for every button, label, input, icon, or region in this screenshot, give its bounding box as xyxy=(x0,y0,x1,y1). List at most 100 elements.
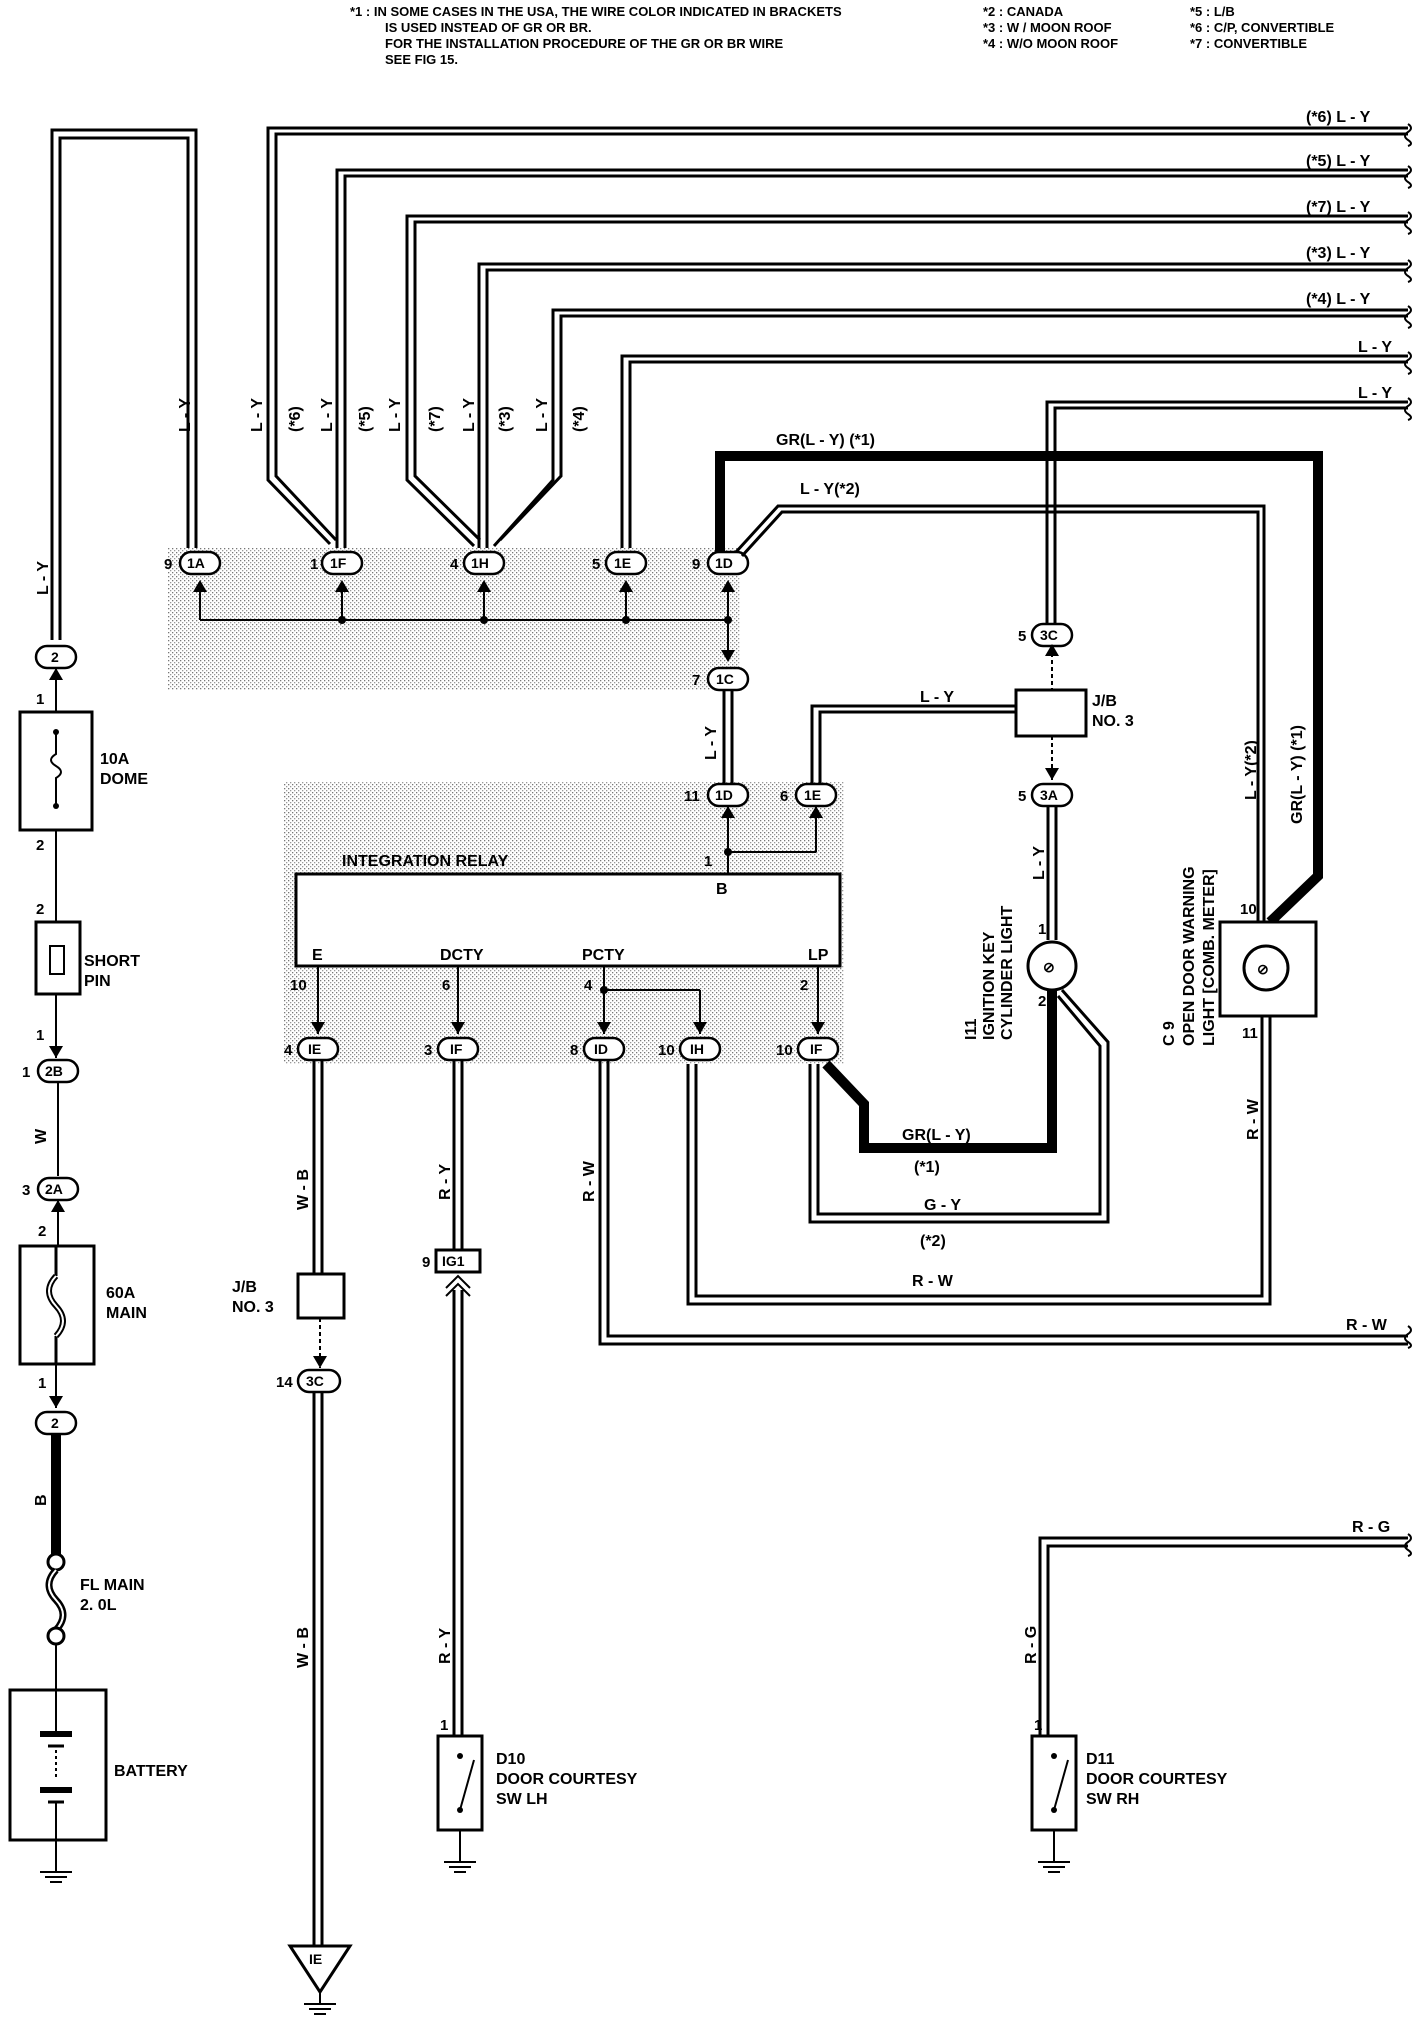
pin-c11: 11 xyxy=(1242,1025,1258,1042)
conn-ig1-shape xyxy=(434,1248,482,1274)
wire-label-r2: (*5) L - Y xyxy=(1306,153,1371,170)
pin-3-if: 3 xyxy=(424,1042,432,1059)
main-label-b: MAIN xyxy=(106,1305,147,1322)
wire-label-r6: L - Y xyxy=(1358,339,1392,356)
conn-ig1: IG1 xyxy=(442,1253,465,1269)
conn-1e: 1E xyxy=(614,555,631,571)
relay-pin-dcty: DCTY xyxy=(440,947,484,964)
wire-label-r5: (*4) L - Y xyxy=(1306,291,1371,308)
pin-9-ig1: 9 xyxy=(422,1254,430,1271)
label-gy: G - Y xyxy=(924,1197,961,1214)
conn-if: IF xyxy=(450,1041,463,1057)
conn-2b: 2B xyxy=(45,1063,63,1079)
label-rg-vert: R - G xyxy=(1023,1626,1040,1664)
pin-1-b: 1 xyxy=(704,853,712,870)
note-6: *6 : C/P, CONVERTIBLE xyxy=(1190,20,1335,35)
wire-label-r1: (*6) L - Y xyxy=(1306,109,1371,126)
label-wb-1: W - B xyxy=(295,1169,312,1210)
pin-1-d11: 1 xyxy=(1034,1717,1042,1734)
conn-1f: 1F xyxy=(330,555,347,571)
pin-5-3a: 5 xyxy=(1018,788,1026,805)
pin-m3: 3 xyxy=(22,1182,30,1199)
short-label-b: PIN xyxy=(84,973,111,990)
label-gr-ly-lp: GR(L - Y) xyxy=(902,1127,971,1144)
conn-3c-14: 3C xyxy=(306,1373,324,1389)
pin-4-1h: 4 xyxy=(450,556,459,573)
label-ly-1a: L - Y xyxy=(177,398,194,432)
pin-k2: 2 xyxy=(1038,993,1046,1010)
ground-battery xyxy=(40,1840,72,1883)
pin-2-lp: 2 xyxy=(800,977,808,994)
footnotes: *1 : IN SOME CASES IN THE USA, THE WIRE … xyxy=(350,4,1335,67)
battery xyxy=(8,1688,108,1842)
c9-light xyxy=(1242,944,1290,992)
label-ly-2-vert: L - Y(*2) xyxy=(1243,740,1260,800)
main-label-a: 60A xyxy=(106,1285,136,1302)
jb3b-label-a: J/B xyxy=(232,1279,257,1296)
d10-switch xyxy=(436,1734,484,1832)
jb3-box-upper xyxy=(1014,688,1088,738)
label-star1: (*1) xyxy=(914,1159,940,1176)
relay-output-connectors: IE 4 IF 3 ID 8 IH 10 IF 10 xyxy=(284,1036,840,1062)
pin-s2: 2 xyxy=(36,901,44,918)
d11-label-a: D11 xyxy=(1086,1751,1115,1768)
pin-f2: 2 xyxy=(36,837,44,854)
pin-7-1c: 7 xyxy=(692,672,700,689)
flmain-label-a: FL MAIN xyxy=(80,1577,145,1594)
conn-id: ID xyxy=(594,1041,608,1057)
pin-8-id: 8 xyxy=(570,1042,578,1059)
relay-pin-pcty: PCTY xyxy=(582,947,625,964)
pin-c10: 10 xyxy=(1240,901,1257,918)
upper-harness xyxy=(50,126,1408,640)
label-ly-1h-b: L - Y xyxy=(461,398,478,432)
conn-1c: 1C xyxy=(716,671,734,687)
ground-ie-triangle xyxy=(287,1944,353,1995)
integration-relay xyxy=(294,872,842,968)
wire-label-rg-right: R - G xyxy=(1352,1519,1390,1536)
i11-symbol: ⊘ xyxy=(1043,959,1055,975)
label-rw-id: R - W xyxy=(581,1160,598,1202)
label-ly-2: L - Y(*2) xyxy=(800,481,860,498)
wire-gr-ly-1 xyxy=(715,451,1323,926)
ground-ie-label: IE xyxy=(309,1951,322,1967)
relay-pin-b: B xyxy=(716,881,728,898)
wire-label-r4: (*3) L - Y xyxy=(1306,245,1371,262)
label-ly-1h-a: L - Y xyxy=(387,398,404,432)
dome-label-b: DOME xyxy=(100,771,148,788)
label-ly-1c: L - Y xyxy=(703,726,720,760)
pin-5-3c: 5 xyxy=(1018,628,1026,645)
short-pin xyxy=(34,920,82,996)
wire-label-r3: (*7) L - Y xyxy=(1306,199,1371,216)
conn-ih: IH xyxy=(690,1041,704,1057)
vertical-wire-labels: L - Y L - Y (*6) L - Y (*5) L - Y (*7) L… xyxy=(35,398,588,595)
top-bus xyxy=(193,580,735,662)
label-ly-1f-b: L - Y xyxy=(319,398,336,432)
conn-1e-lower: 1E xyxy=(804,787,821,803)
i11-label-b: IGNITION KEY xyxy=(981,931,998,1040)
pin-k1: 1 xyxy=(1038,921,1046,938)
note-5: *5 : L/B xyxy=(1190,4,1235,19)
c9-label-b: OPEN DOOR WARNING xyxy=(1181,866,1198,1046)
right-wire-ends xyxy=(1404,123,1412,1557)
label-ry-2: R - Y xyxy=(437,1628,454,1664)
pin-1-d10: 1 xyxy=(440,1717,448,1734)
pin-f1: 1 xyxy=(36,691,44,708)
conn-1h: 1H xyxy=(471,555,489,571)
c9-label-c: LIGHT [COMB. METER] xyxy=(1201,869,1218,1046)
relay-legs xyxy=(311,966,825,1034)
label-s4: (*4) xyxy=(571,406,588,432)
wire-label-r7: L - Y xyxy=(1358,385,1392,402)
label-ly-jb: L - Y xyxy=(920,689,954,706)
wire-label-rw-right: R - W xyxy=(1346,1317,1388,1334)
relay-b-feed xyxy=(721,806,823,874)
conn-1d: 1D xyxy=(715,555,733,571)
pin-9-1a: 9 xyxy=(164,556,172,573)
d10-label-b: DOOR COURTESY xyxy=(496,1771,638,1788)
conn-3c: 3C xyxy=(1040,627,1058,643)
d10-label-c: SW LH xyxy=(496,1791,548,1808)
pin-m1: 1 xyxy=(38,1375,46,1392)
label-ly-3a: L - Y xyxy=(1031,846,1048,880)
note-1-line4: SEE FIG 15. xyxy=(385,52,458,67)
relay-pin-lp: LP xyxy=(808,947,829,964)
label-ly-1h-c: L - Y xyxy=(534,398,551,432)
